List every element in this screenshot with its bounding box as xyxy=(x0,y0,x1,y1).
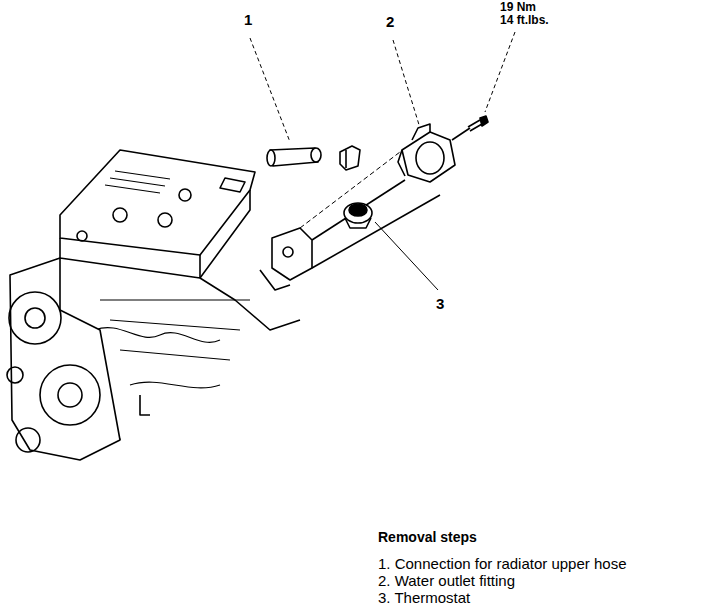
torque-value: 14 ft.lbs. xyxy=(500,14,549,27)
step-text: 1. Connection for radiator upper hose xyxy=(378,556,627,573)
callout-number: 1 xyxy=(244,12,252,29)
callout-number: 2 xyxy=(386,14,394,31)
step-text: 2. Water outlet fitting xyxy=(378,573,515,590)
torque-value: 19 Nm xyxy=(500,1,536,14)
step-text: 3. Thermostat xyxy=(378,590,470,607)
list-heading: Removal steps xyxy=(378,530,477,545)
callout-number: 3 xyxy=(436,296,444,313)
